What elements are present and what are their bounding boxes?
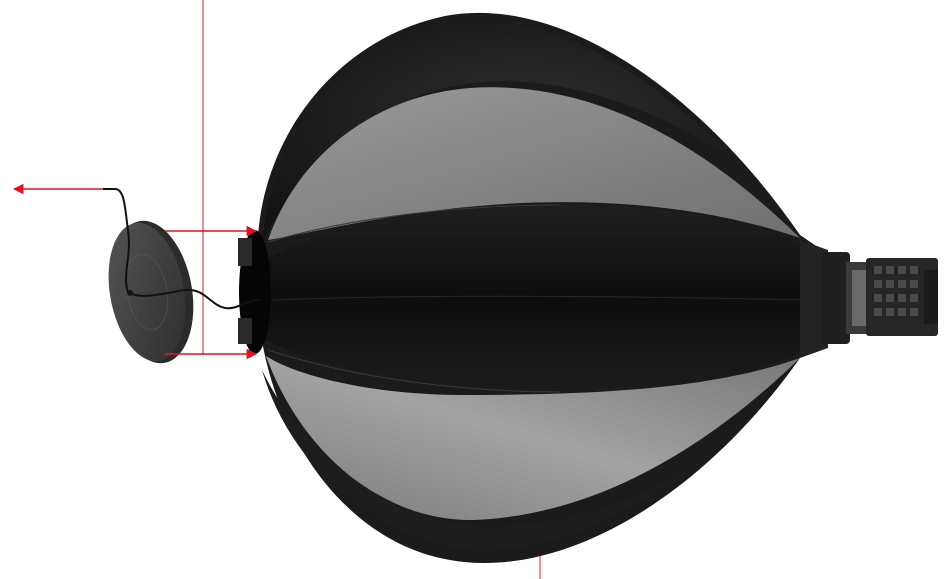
speedring-mount <box>800 240 938 358</box>
front-opening-clip-top <box>238 238 252 266</box>
front-opening-clip-bottom <box>238 318 252 344</box>
inner-diffuser-disk <box>98 214 203 370</box>
softbox-umbrella <box>257 13 825 563</box>
front-opening <box>238 230 271 354</box>
